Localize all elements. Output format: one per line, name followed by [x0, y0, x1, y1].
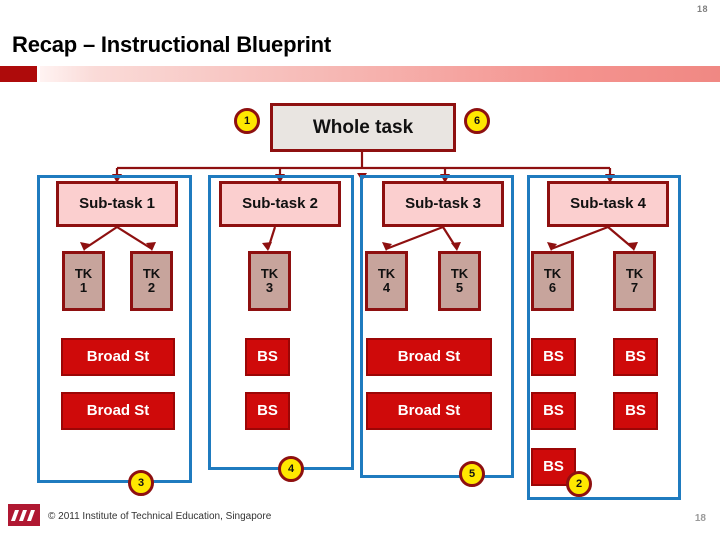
- tk-box-4[interactable]: TK 4: [365, 251, 408, 311]
- badge-6[interactable]: 6: [464, 108, 490, 134]
- footer-copyright: © 2011 Institute of Technical Education,…: [48, 511, 272, 522]
- tk-number: 3: [265, 280, 274, 295]
- page-number-bottom: 18: [694, 513, 706, 524]
- badge-5[interactable]: 5: [459, 461, 485, 487]
- tk-label: TK: [142, 266, 161, 282]
- broad-strategy-box-2a[interactable]: BS: [245, 338, 290, 376]
- broad-strategy-box-4a[interactable]: BS: [531, 338, 576, 376]
- logo-slash-1: [10, 510, 20, 521]
- badge-2[interactable]: 2: [566, 471, 592, 497]
- tk-number: 6: [548, 280, 557, 295]
- title-rule-block: [0, 66, 37, 82]
- tk-box-3[interactable]: TK 3: [248, 251, 291, 311]
- tk-label: TK: [450, 266, 469, 282]
- tk-label: TK: [625, 266, 644, 282]
- tk-box-2[interactable]: TK 2: [130, 251, 173, 311]
- page-number-top: 18: [696, 4, 708, 14]
- badge-1[interactable]: 1: [234, 108, 260, 134]
- tk-number: 5: [455, 280, 464, 295]
- tk-box-7[interactable]: TK 7: [613, 251, 656, 311]
- subtask-box-2[interactable]: Sub-task 2: [219, 181, 341, 227]
- title-rule-bar: [40, 66, 720, 82]
- subtask-box-4[interactable]: Sub-task 4: [547, 181, 669, 227]
- tk-number: 4: [382, 280, 391, 295]
- tk-number: 1: [79, 280, 88, 295]
- tk-box-1[interactable]: TK 1: [62, 251, 105, 311]
- ite-logo: [8, 504, 40, 526]
- badge-3[interactable]: 3: [128, 470, 154, 496]
- broad-strategy-box-3b[interactable]: Broad St: [366, 392, 492, 430]
- broad-strategy-box-2b[interactable]: BS: [245, 392, 290, 430]
- page-title: Recap – Instructional Blueprint: [12, 32, 331, 57]
- tk-label: TK: [260, 266, 279, 282]
- group-container-3[interactable]: [360, 175, 514, 478]
- subtask-box-3[interactable]: Sub-task 3: [382, 181, 504, 227]
- tk-label: TK: [543, 266, 562, 282]
- tk-box-6[interactable]: TK 6: [531, 251, 574, 311]
- instructional-blueprint-diagram: Whole task 1 6 Sub-task 1 TK 1 TK 2 Broa…: [0, 86, 720, 506]
- logo-slash-3: [26, 510, 36, 521]
- broad-strategy-box-4d[interactable]: BS: [613, 392, 658, 430]
- broad-strategy-box-1b[interactable]: Broad St: [61, 392, 175, 430]
- whole-task-box[interactable]: Whole task: [270, 103, 456, 152]
- group-container-1[interactable]: [37, 175, 192, 483]
- tk-number: 7: [630, 280, 639, 295]
- tk-label: TK: [74, 266, 93, 282]
- broad-strategy-box-4b[interactable]: BS: [613, 338, 658, 376]
- tk-label: TK: [377, 266, 396, 282]
- tk-box-5[interactable]: TK 5: [438, 251, 481, 311]
- group-container-4[interactable]: [527, 175, 681, 500]
- broad-strategy-box-1a[interactable]: Broad St: [61, 338, 175, 376]
- subtask-box-1[interactable]: Sub-task 1: [56, 181, 178, 227]
- logo-slash-2: [18, 510, 28, 521]
- broad-strategy-box-3a[interactable]: Broad St: [366, 338, 492, 376]
- badge-4[interactable]: 4: [278, 456, 304, 482]
- broad-strategy-box-4c[interactable]: BS: [531, 392, 576, 430]
- tk-number: 2: [147, 280, 156, 295]
